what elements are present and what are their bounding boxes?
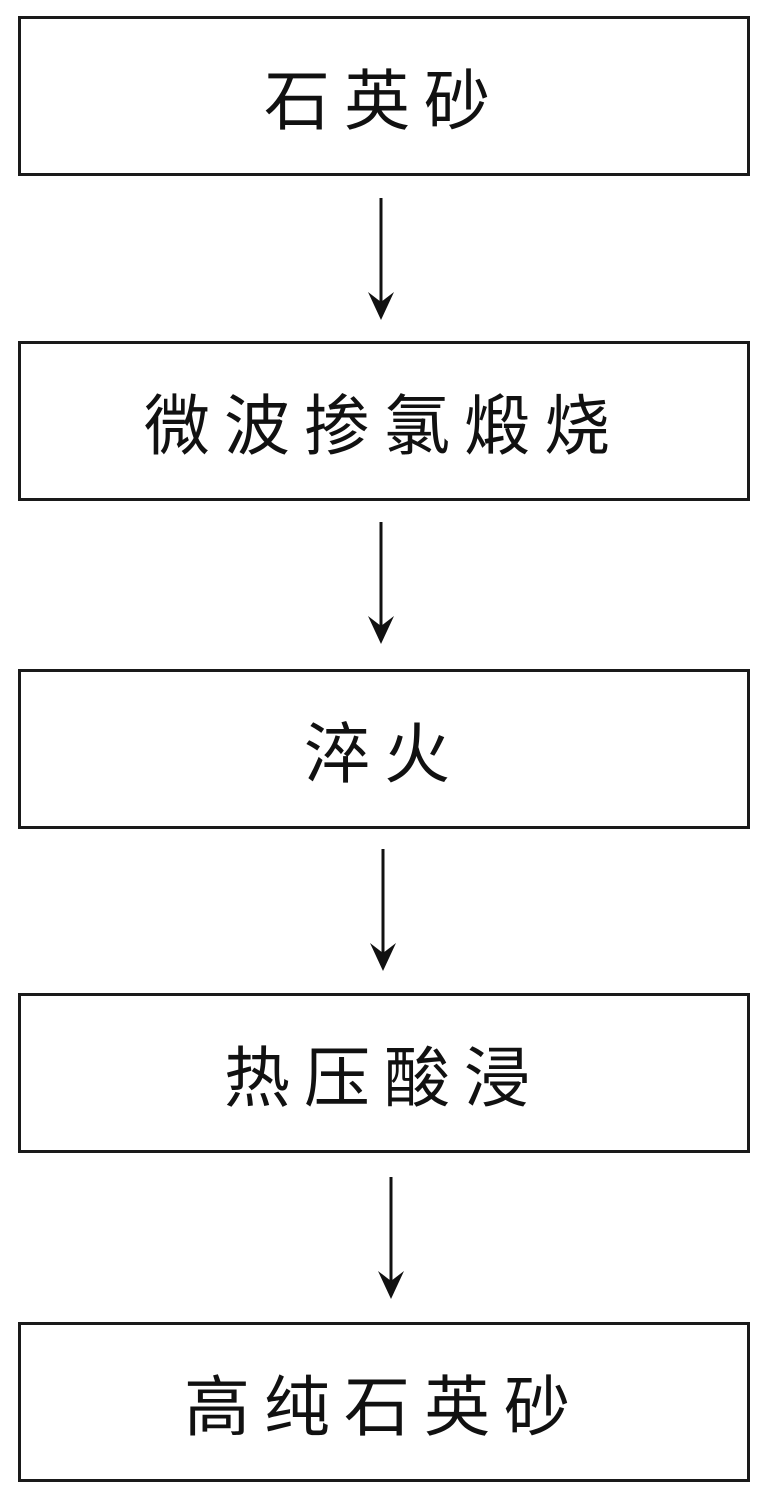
step-box-high-purity-quartz-sand: 高纯石英砂 [18,1322,750,1482]
step-label: 热压酸浸 [224,1040,544,1117]
step-label: 微波掺氯煅烧 [144,388,624,465]
step-box-quenching: 淬火 [18,669,750,829]
down-arrow-icon [370,849,396,971]
down-arrow-icon [368,522,394,644]
step-label: 石英砂 [264,63,504,140]
step-box-microwave-chlorine-calcination: 微波掺氯煅烧 [18,341,750,501]
down-arrow-icon [378,1177,404,1299]
step-box-quartz-sand: 石英砂 [18,16,750,176]
step-label: 淬火 [304,716,464,793]
step-box-hot-pressure-acid-leaching: 热压酸浸 [18,993,750,1153]
down-arrow-icon [368,198,394,320]
step-label: 高纯石英砂 [184,1369,584,1446]
